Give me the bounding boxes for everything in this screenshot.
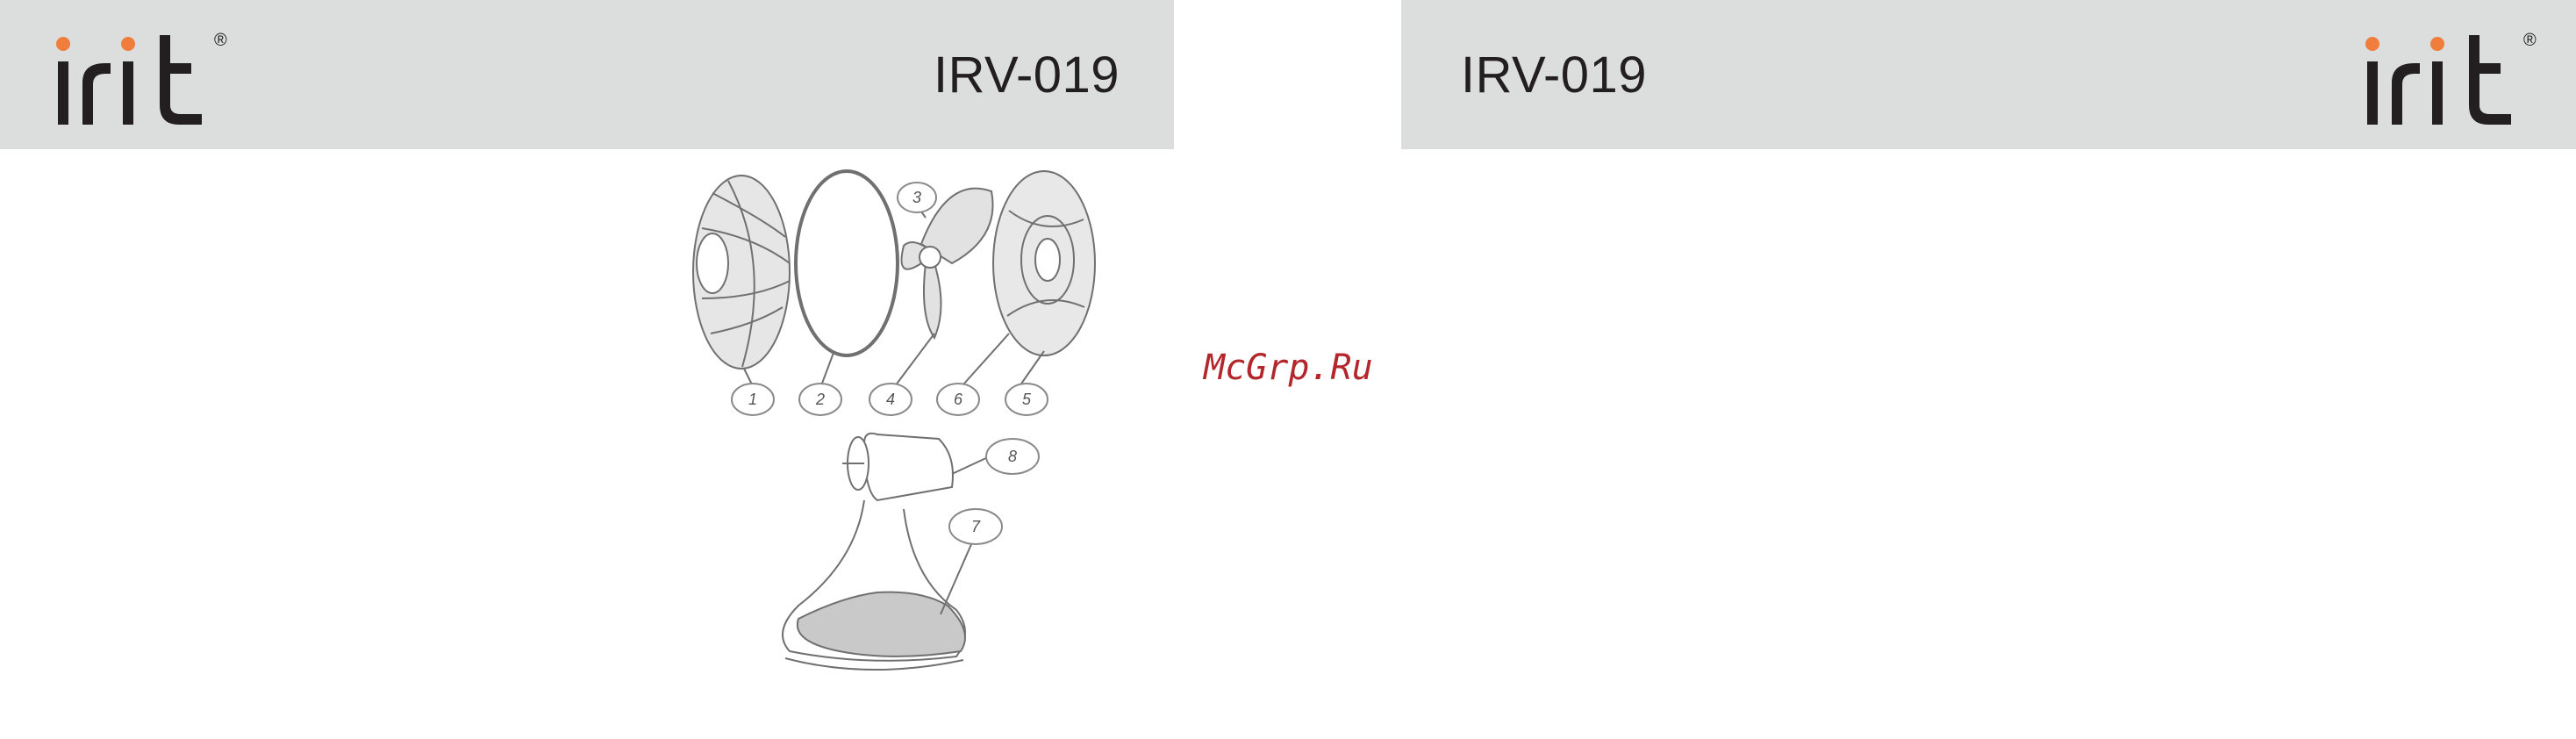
model-number: IRV-019 bbox=[934, 46, 1120, 104]
callout-4: 4 bbox=[886, 391, 895, 408]
registered-mark: ® bbox=[214, 31, 227, 50]
rear-grille bbox=[693, 176, 790, 369]
callout-3: 3 bbox=[912, 189, 921, 206]
motor-housing bbox=[842, 434, 953, 500]
registered-mark: ® bbox=[2523, 31, 2537, 50]
watermark: McGrp.Ru bbox=[1204, 348, 1373, 388]
irit-logo-right: ® bbox=[2360, 19, 2544, 133]
callout-2: 2 bbox=[815, 391, 825, 408]
fan-exploded-diagram: 1 2 3 4 5 6 7 8 bbox=[676, 167, 1114, 676]
front-grille bbox=[993, 171, 1095, 355]
callout-8: 8 bbox=[1008, 448, 1017, 465]
callout-6: 6 bbox=[954, 391, 963, 408]
model-number: IRV-019 bbox=[1461, 46, 1647, 104]
callout-1: 1 bbox=[748, 391, 757, 408]
callout-5: 5 bbox=[1022, 391, 1032, 408]
fan-base bbox=[783, 500, 965, 670]
grille-ring bbox=[796, 171, 898, 355]
callout-7: 7 bbox=[971, 518, 981, 535]
irit-logo-left: ® bbox=[51, 19, 235, 133]
